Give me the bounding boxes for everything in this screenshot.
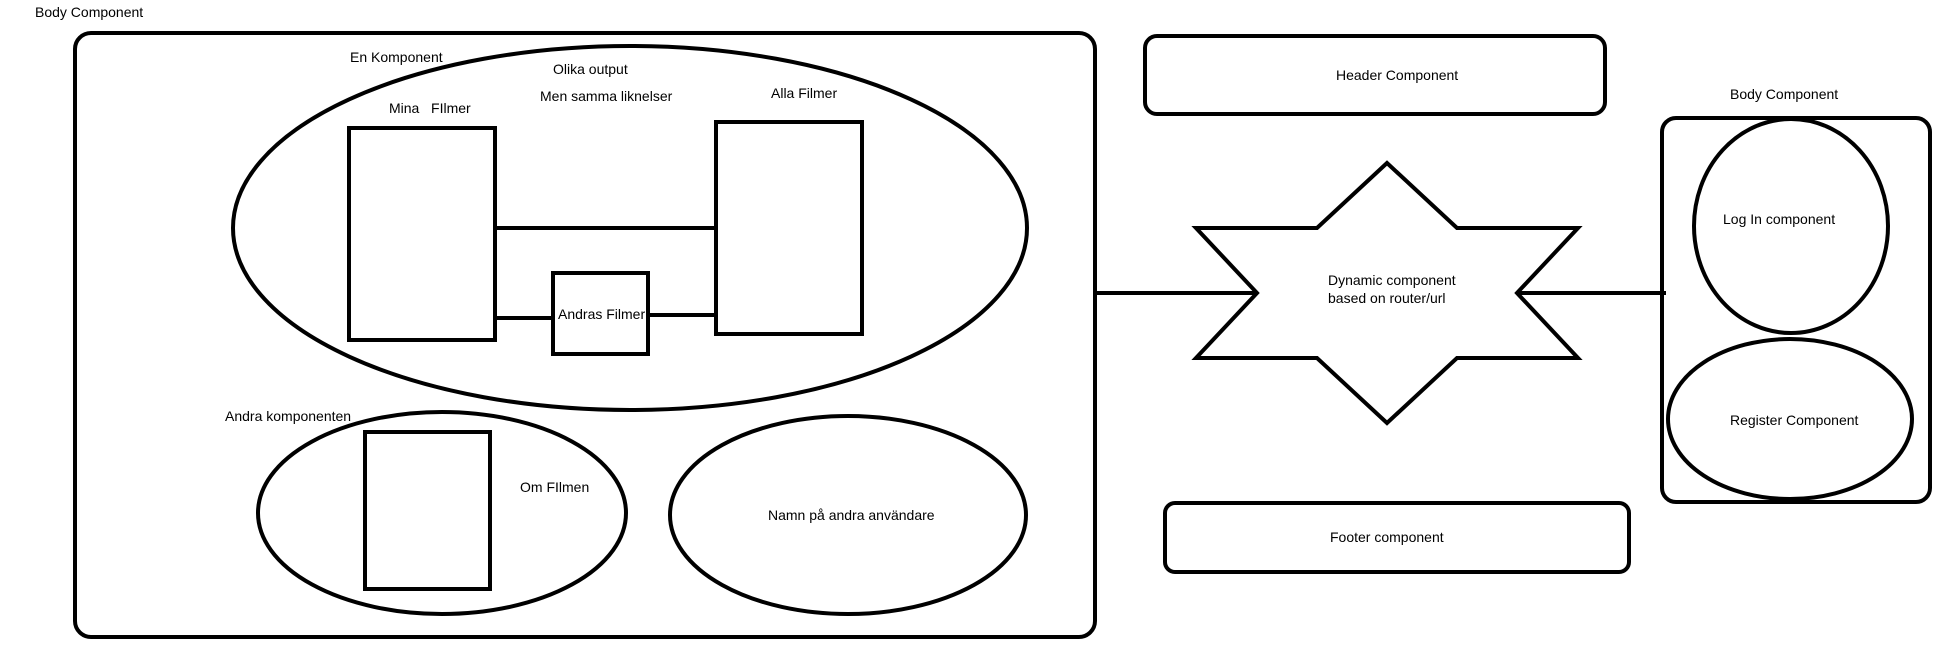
alla-filmer-label: Alla Filmer <box>771 85 837 101</box>
register-component-label: Register Component <box>1730 412 1859 428</box>
andra-komponenten-label: Andra komponenten <box>225 408 351 424</box>
en-komponent-label: En Komponent <box>350 49 443 65</box>
header-component-label: Header Component <box>1336 67 1458 83</box>
namn-andra-anvandare-label: Namn på andra användare <box>768 507 935 523</box>
namn-andra-anvandare-ellipse <box>668 414 1028 616</box>
body-component-right-container <box>1660 116 1932 504</box>
register-component-ellipse <box>1666 337 1914 501</box>
body-component-title: Body Component <box>35 4 143 20</box>
body-component-right-title: Body Component <box>1730 86 1838 102</box>
olika-output-label: Olika output <box>553 61 628 77</box>
footer-component-box <box>1163 501 1631 574</box>
andra-komponenten-ellipse <box>256 410 628 616</box>
mina-filmer-label: Mina FIlmer <box>389 100 471 116</box>
men-samma-liknelser-label: Men samma liknelser <box>540 88 673 104</box>
andras-filmer-label: Andras Filmer <box>558 306 645 322</box>
mina-filmer-box <box>347 126 497 342</box>
footer-component-label: Footer component <box>1330 529 1444 545</box>
body-component-container <box>73 31 1097 639</box>
login-component-label: Log In component <box>1723 211 1835 227</box>
dynamic-component-label-line1: Dynamic component <box>1328 272 1456 288</box>
om-filmen-label: Om FIlmen <box>520 479 589 495</box>
en-komponent-ellipse <box>231 44 1029 412</box>
dynamic-component-label-line2: based on router/url <box>1328 290 1446 306</box>
alla-filmer-box <box>714 120 864 336</box>
login-component-ellipse <box>1692 117 1890 335</box>
om-filmen-box <box>363 430 492 591</box>
dynamic-component-star <box>1191 160 1583 426</box>
header-component-box <box>1143 34 1607 116</box>
